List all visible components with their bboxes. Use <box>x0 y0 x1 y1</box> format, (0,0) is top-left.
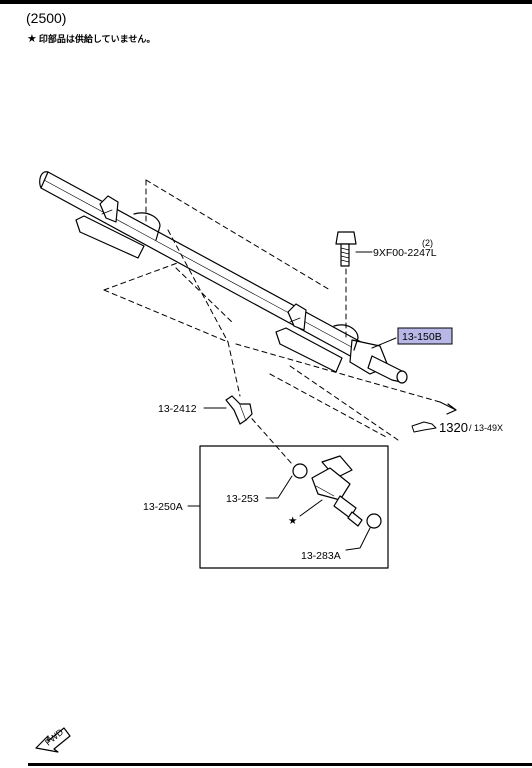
clip-label[interactable]: 13-2412 <box>158 403 197 415</box>
fuel-rail[interactable] <box>39 171 408 384</box>
lower-o-ring[interactable] <box>366 513 382 529</box>
bottom-border <box>28 763 532 766</box>
pointing-hand-icon <box>411 421 437 433</box>
lower-o-ring-label[interactable]: 13-283A <box>301 550 341 562</box>
bolt-part-label[interactable]: 9XF00-2247L <box>373 247 437 259</box>
not-supplied-note: ★印部品は供給していません。 <box>27 32 155 45</box>
fuel-injector[interactable] <box>311 455 363 527</box>
upper-o-ring-label[interactable]: 13-253 <box>226 493 259 505</box>
injector-clip[interactable] <box>225 395 253 425</box>
upper-o-ring[interactable] <box>292 463 308 479</box>
ref-main-label[interactable]: 1320 <box>439 420 468 435</box>
injector-kit-label[interactable]: 13-250A <box>143 501 183 513</box>
injector-kit-box <box>199 445 389 569</box>
note-text: 印部品は供給していません。 <box>38 34 156 44</box>
mounting-bolt[interactable] <box>335 231 357 267</box>
bolt-qty-label: (2) <box>422 238 433 248</box>
fuel-rail-callout-box <box>397 327 453 345</box>
star-icon: ★ <box>27 33 37 45</box>
star-mark: ★ <box>288 515 297 527</box>
top-border <box>0 0 532 4</box>
ref-sub-label[interactable]: / 13-49X <box>469 423 503 433</box>
fuel-rail-label[interactable]: 13-150B <box>402 331 442 343</box>
fwd-arrow-icon <box>35 727 71 753</box>
engine-code: (2500) <box>26 10 67 26</box>
